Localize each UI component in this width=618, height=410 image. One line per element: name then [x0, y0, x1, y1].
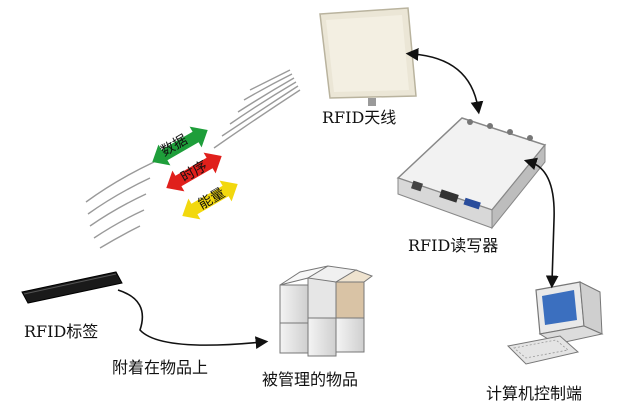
computer-terminal: [506, 281, 604, 365]
reader-computer-connection: [523, 157, 559, 289]
energy-arrow: [182, 180, 238, 220]
rfid-tag: [21, 271, 123, 304]
tag-label: RFID标签: [24, 322, 99, 341]
rfid-reader: [396, 117, 547, 230]
data-arrow: [152, 126, 208, 166]
reader-label: RFID读写器: [408, 236, 499, 255]
radio-waves: [85, 69, 301, 249]
antenna-label: RFID天线: [322, 108, 397, 127]
managed-goods: [279, 265, 374, 357]
computer-label: 计算机控制端: [486, 384, 583, 403]
antenna-reader-connection: [405, 48, 484, 115]
timing-arrow: [166, 152, 222, 192]
attached-label: 附着在物品上: [112, 358, 209, 377]
tag-goods-connection: [117, 289, 269, 349]
rfid-antenna: [319, 7, 417, 106]
goods-label: 被管理的物品: [262, 370, 359, 389]
